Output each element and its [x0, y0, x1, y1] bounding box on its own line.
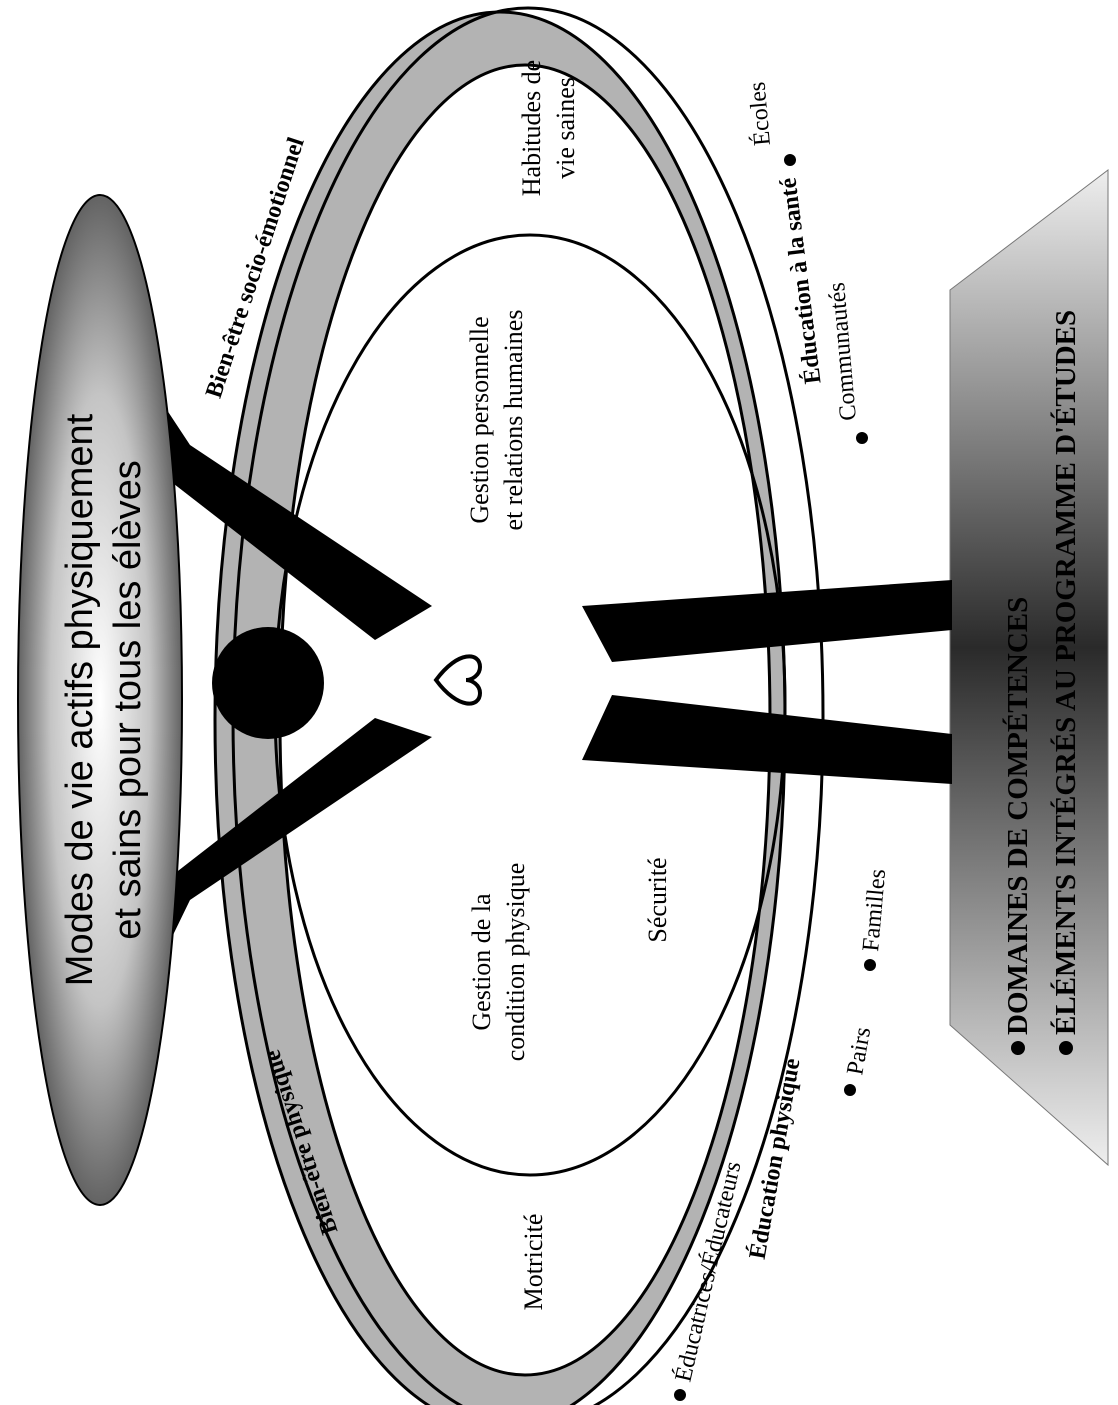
- heart-icon: [433, 654, 483, 706]
- bullet-icon: [856, 432, 868, 444]
- partner-schools: Écoles: [744, 81, 775, 147]
- title-line1: Modes de vie actifs physiquement: [59, 413, 101, 986]
- bullet-icon: [844, 1084, 856, 1096]
- personal-mgmt-line2: et relations humaines: [499, 310, 528, 531]
- physical-education-label: Éducation physique: [745, 1056, 806, 1261]
- personal-mgmt-line1: Gestion personnelle: [465, 316, 494, 523]
- figure-arm-lower: [156, 718, 432, 968]
- motor-skills-label: Motricité: [519, 1214, 548, 1311]
- healthy-habits-line2: vie saines: [551, 77, 580, 179]
- bullet-icon: [674, 1389, 686, 1401]
- bullet-icon: [1011, 1041, 1025, 1055]
- fitness-line1: Gestion de la: [467, 893, 496, 1031]
- figure-torso-lower: [582, 695, 952, 784]
- bullet-icon: [784, 154, 796, 166]
- partner-families: Familles: [858, 868, 891, 953]
- bullet-icon: [1059, 1041, 1073, 1055]
- title-line2: et sains pour tous les élèves: [107, 460, 149, 940]
- healthy-habits-line1: Habitudes de: [517, 60, 546, 196]
- title-ellipse: [17, 194, 183, 1206]
- bullet-icon: [864, 959, 876, 971]
- safety-label: Sécurité: [643, 857, 672, 942]
- panel-line1: DOMAINES DE COMPÉTENCES: [1001, 597, 1034, 1035]
- health-education-label: Éducation à la santé: [775, 176, 826, 385]
- figure-head: [212, 627, 324, 739]
- partner-peers: Pairs: [842, 1025, 876, 1077]
- panel-line2: ÉLÉMENTS INTÉGRÉS AU PROGRAMME D'ÉTUDES: [1049, 310, 1082, 1035]
- figure-torso-upper: [582, 580, 952, 662]
- fitness-line2: condition physique: [501, 863, 530, 1062]
- partner-communities: Communautés: [824, 281, 862, 421]
- figure-arm-upper: [156, 395, 432, 640]
